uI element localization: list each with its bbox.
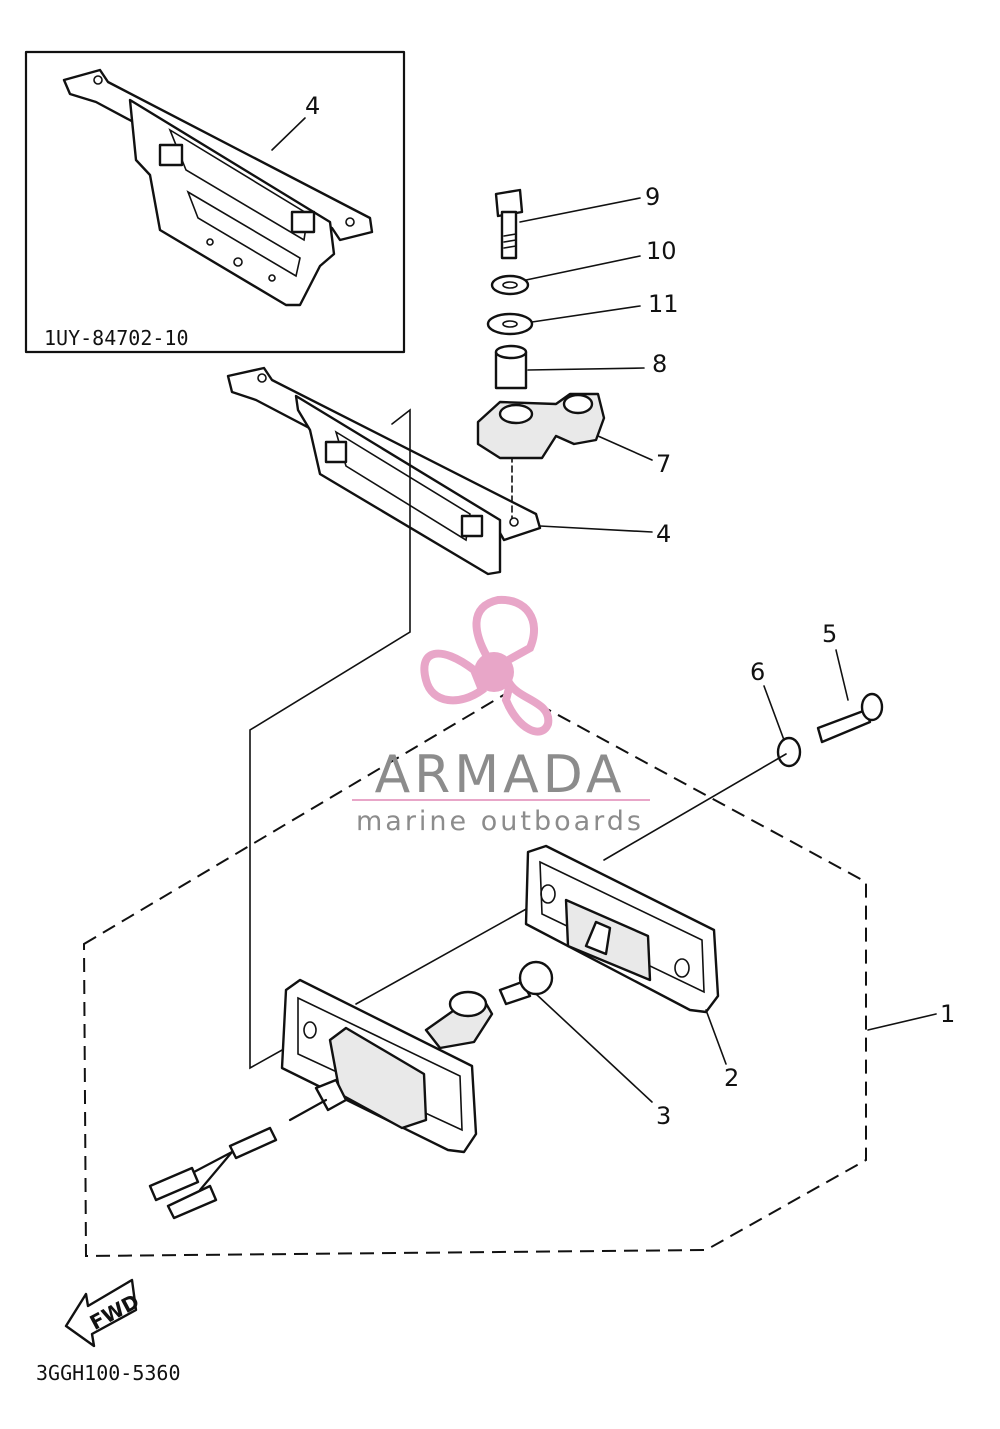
bulb-part-3 — [498, 960, 554, 1006]
washer-part-6 — [776, 736, 802, 768]
callout-6: 6 — [750, 658, 765, 686]
inset-bracket — [62, 68, 374, 307]
callout-4: 4 — [656, 520, 671, 548]
fwd-arrow-icon: FWD — [64, 1278, 143, 1348]
callout-10: 10 — [646, 237, 677, 265]
bolt-part-9 — [494, 188, 524, 260]
callout-1: 1 — [940, 1000, 955, 1028]
collar-part-8 — [494, 344, 528, 390]
lamp-base — [148, 978, 494, 1220]
callout-7: 7 — [656, 450, 671, 478]
bracket-part-4 — [226, 366, 542, 576]
inset-part-code: 1UY-84702-10 — [44, 326, 189, 350]
callout-2: 2 — [724, 1064, 739, 1092]
callout-11: 11 — [648, 290, 679, 318]
inset-callout-4: 4 — [305, 92, 320, 120]
lens-part-2 — [524, 844, 720, 1014]
watermark-brand: ARMADA — [375, 745, 626, 805]
armada-watermark: ARMADA marine outboards — [352, 595, 650, 837]
callout-3: 3 — [656, 1102, 671, 1130]
callout-8: 8 — [652, 350, 667, 378]
callout-5: 5 — [822, 620, 837, 648]
propeller-logo-icon — [420, 595, 553, 736]
holder-part-7 — [476, 392, 606, 460]
diagram-code: 3GGH100-5360 — [36, 1361, 181, 1385]
screw-part-5 — [816, 692, 884, 744]
inset-panel: 4 1UY-84702-10 — [24, 50, 406, 354]
callout-9: 9 — [645, 183, 660, 211]
flat-washer-part-11 — [486, 312, 534, 336]
watermark-tagline: marine outboards — [356, 806, 644, 837]
lock-washer-part-10 — [490, 274, 530, 296]
